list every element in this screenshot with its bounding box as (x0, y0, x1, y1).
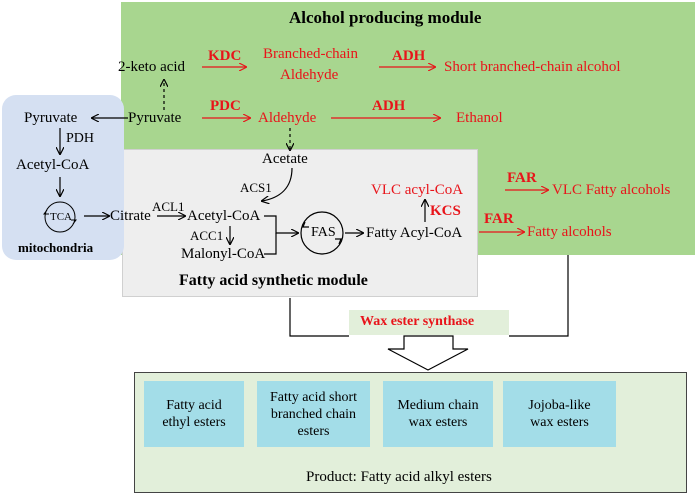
pyruvate-node: Pyruvate (128, 110, 182, 126)
fas-label: FAS (311, 225, 336, 240)
mitochondria-region (2, 95, 124, 260)
alcohol-module-title: Alcohol producing module (289, 8, 482, 27)
product-title: Product: Fatty acid alkyl esters (306, 469, 492, 485)
ethanol-node: Ethanol (456, 110, 503, 126)
acc1-label: ACC1 (190, 228, 224, 243)
acetyl-coa-node: Acetyl-CoA (187, 208, 261, 224)
tca-cycle-icon (44, 201, 76, 233)
far2-label: FAR (484, 211, 514, 227)
adh2-label: ADH (372, 98, 406, 114)
branched-aldehyde-line1: Branched-chain (263, 46, 358, 62)
vlc-fatty-alcohols-node: VLC Fatty alcohols (552, 182, 671, 198)
branched-aldehyde-line2: Aldehyde (280, 67, 339, 83)
kcs-label: KCS (430, 203, 461, 219)
mitochondria-label: mitochondria (18, 240, 94, 255)
acl1-label: ACL1 (152, 199, 185, 214)
product-short-branched-chain-esters: Fatty acid short branched chain esters (257, 381, 370, 447)
fatty-to-product-line (289, 298, 349, 337)
short-branched-alcohol-node: Short branched-chain alcohol (444, 59, 621, 75)
alcohol-to-product-line (509, 255, 569, 337)
wax-ester-synthase-label: Wax ester synthase (360, 314, 475, 329)
fatty-module-title: Fatty acid synthetic module (179, 272, 368, 289)
mito-pyruvate: Pyruvate (24, 110, 78, 126)
fatty-alcohols-node: Fatty alcohols (527, 224, 612, 240)
acs1-arrow (262, 167, 293, 201)
keto-acid-node: 2-keto acid (118, 59, 186, 75)
fatty-acyl-coa-node: Fatty Acyl-CoA (366, 225, 463, 241)
kdc-label: KDC (208, 48, 242, 64)
pdh-label: PDH (66, 131, 95, 146)
acetate-node: Acetate (262, 151, 308, 167)
acs1-label: ACS1 (240, 180, 272, 195)
vlc-acyl-coa-node: VLC acyl-CoA (371, 182, 464, 198)
product-jojoba-like-wax-esters: Jojoba-like wax esters (503, 381, 616, 447)
wax-ester-synthase-box (349, 310, 509, 335)
far1-label: FAR (507, 170, 537, 186)
acetyl-to-fas-line (264, 215, 298, 233)
citrate-node: Citrate (110, 208, 151, 224)
product-fatty-acid-ethyl-esters: Fatty acid ethyl esters (144, 381, 244, 447)
fas-cycle-icon (300, 211, 344, 255)
adh1-label: ADH (392, 48, 426, 64)
malonyl-to-fas-line (264, 233, 277, 255)
mito-acetyl-coa: Acetyl-CoA (16, 157, 90, 173)
malonyl-coa-node: Malonyl-CoA (181, 246, 266, 262)
product-hollow-arrow (387, 335, 469, 371)
product-medium-chain-wax-esters: Medium chain wax esters (383, 381, 493, 447)
aldehyde-node: Aldehyde (258, 110, 317, 126)
tca-label: TCA (50, 211, 72, 223)
fatty-acid-synthetic-module (122, 149, 478, 297)
pdc-label: PDC (210, 98, 241, 114)
